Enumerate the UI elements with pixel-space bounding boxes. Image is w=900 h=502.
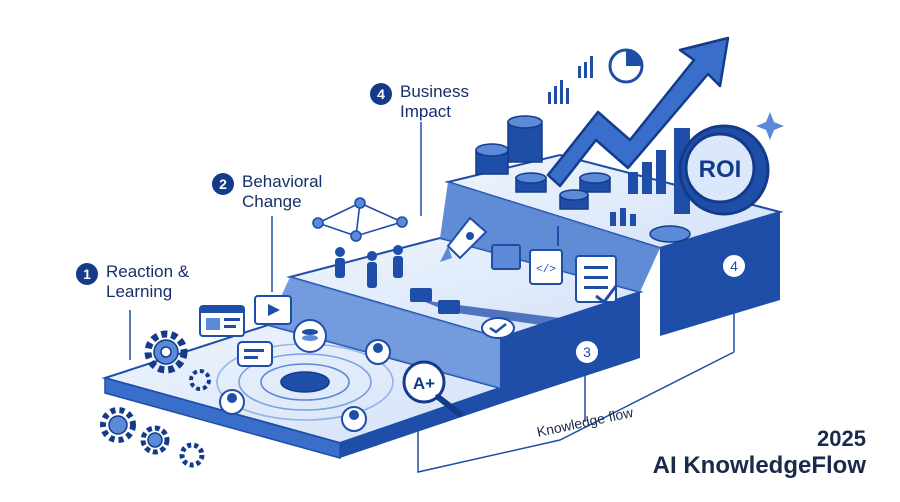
growth-arrow-icon bbox=[546, 36, 730, 188]
browser-window-icon bbox=[199, 295, 292, 337]
stage-label-1: 1 Reaction & Learning bbox=[76, 262, 189, 302]
network-graph-icon bbox=[312, 197, 408, 242]
user-avatar-icon bbox=[219, 339, 391, 432]
stage-title-line2: Impact bbox=[400, 102, 452, 121]
stage-title-line2: Learning bbox=[106, 282, 173, 301]
step-marker-4: 4 bbox=[730, 258, 738, 274]
step-marker-3: 3 bbox=[583, 344, 591, 360]
stage-title-line2: Change bbox=[242, 192, 302, 211]
stage-label-2: 2 Behavioral Change bbox=[212, 172, 322, 212]
leader-lines bbox=[129, 122, 735, 422]
rocket-icon bbox=[440, 216, 488, 262]
step-2-platform bbox=[268, 236, 644, 404]
people-figures-icon bbox=[335, 245, 403, 288]
roi-coin-icon bbox=[678, 124, 770, 216]
svg-text:</>: </> bbox=[536, 264, 556, 276]
checklist-icon bbox=[575, 255, 618, 305]
grade-label: A+ bbox=[413, 374, 435, 393]
stage-title-line1: Reaction & bbox=[106, 262, 190, 281]
stage-badge: 4 bbox=[370, 83, 392, 105]
check-circle-icon bbox=[481, 317, 515, 339]
mini-charts-icon bbox=[548, 56, 593, 104]
stage-title-line1: Behavioral bbox=[242, 172, 323, 191]
knowledge-flow-path bbox=[417, 351, 735, 473]
grade-magnifier-icon bbox=[402, 360, 463, 417]
brand-block: 2025 AI KnowledgeFlow bbox=[653, 426, 866, 480]
brand-name: AI KnowledgeFlow bbox=[652, 452, 866, 479]
step-markers bbox=[574, 253, 747, 365]
flow-track bbox=[420, 300, 590, 332]
stage-badge: 1 bbox=[76, 263, 98, 285]
pie-chart-icon bbox=[608, 48, 691, 243]
code-window-icon: </> bbox=[529, 226, 563, 285]
stage-badge: 2 bbox=[212, 173, 234, 195]
brand-year: 2025 bbox=[817, 426, 866, 451]
sparkle-icon bbox=[756, 112, 784, 140]
roi-label: ROI bbox=[699, 156, 742, 183]
coin-stacks-icon bbox=[475, 115, 611, 210]
stage-label-4: 4 Business Impact bbox=[370, 82, 469, 122]
chat-bubble-icon bbox=[237, 319, 327, 367]
stage-title-line1: Business bbox=[400, 82, 469, 101]
gear-icon bbox=[100, 330, 211, 468]
ripple-target bbox=[216, 343, 394, 421]
